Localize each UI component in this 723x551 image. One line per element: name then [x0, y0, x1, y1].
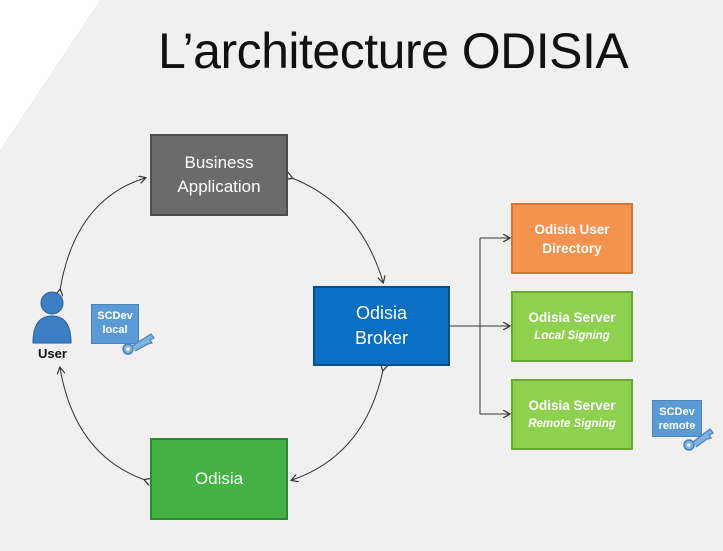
server-local-subtitle: Local Signing — [534, 329, 610, 342]
server-local-box: Odisia Server Local Signing — [511, 291, 633, 362]
business-line2: Application — [177, 177, 261, 196]
scdev-local-badge: SCDev local — [91, 304, 139, 344]
odisia-label: Odisia — [194, 469, 244, 488]
broker-line2: Broker — [354, 328, 408, 348]
broker-line1: Odisia — [355, 303, 408, 323]
scdev-remote-badge: SCDev remote — [652, 400, 702, 437]
key-icon — [683, 428, 714, 451]
scdev-remote-line2: remote — [658, 420, 696, 432]
server-local-title: Odisia Server — [528, 309, 616, 325]
user-label: User — [38, 346, 67, 361]
scdev-local-line1: SCDev — [97, 310, 133, 322]
odisia-broker-box: Odisia Broker — [313, 286, 450, 366]
page-title: L’architecture ODISIA — [158, 23, 629, 79]
directory-line2: Directory — [542, 240, 602, 256]
server-remote-box: Odisia Server Remote Signing — [511, 379, 633, 450]
scdev-local-line2: local — [102, 324, 128, 336]
arc-broker-odisia — [292, 370, 383, 480]
arc-user-business — [60, 178, 145, 290]
business-line1: Business — [184, 153, 254, 172]
arc-odisia-user — [60, 368, 145, 480]
server-remote-title: Odisia Server — [528, 397, 616, 413]
arc-business-broker — [292, 178, 383, 282]
scdev-remote-line1: SCDev — [659, 406, 695, 418]
odisia-box: Odisia — [150, 438, 288, 520]
user-directory-box: Odisia User Directory — [511, 203, 633, 274]
directory-line1: Odisia User — [534, 221, 610, 237]
business-application-box: Business Application — [150, 134, 288, 216]
key-icon — [122, 333, 155, 355]
server-remote-subtitle: Remote Signing — [528, 417, 616, 430]
